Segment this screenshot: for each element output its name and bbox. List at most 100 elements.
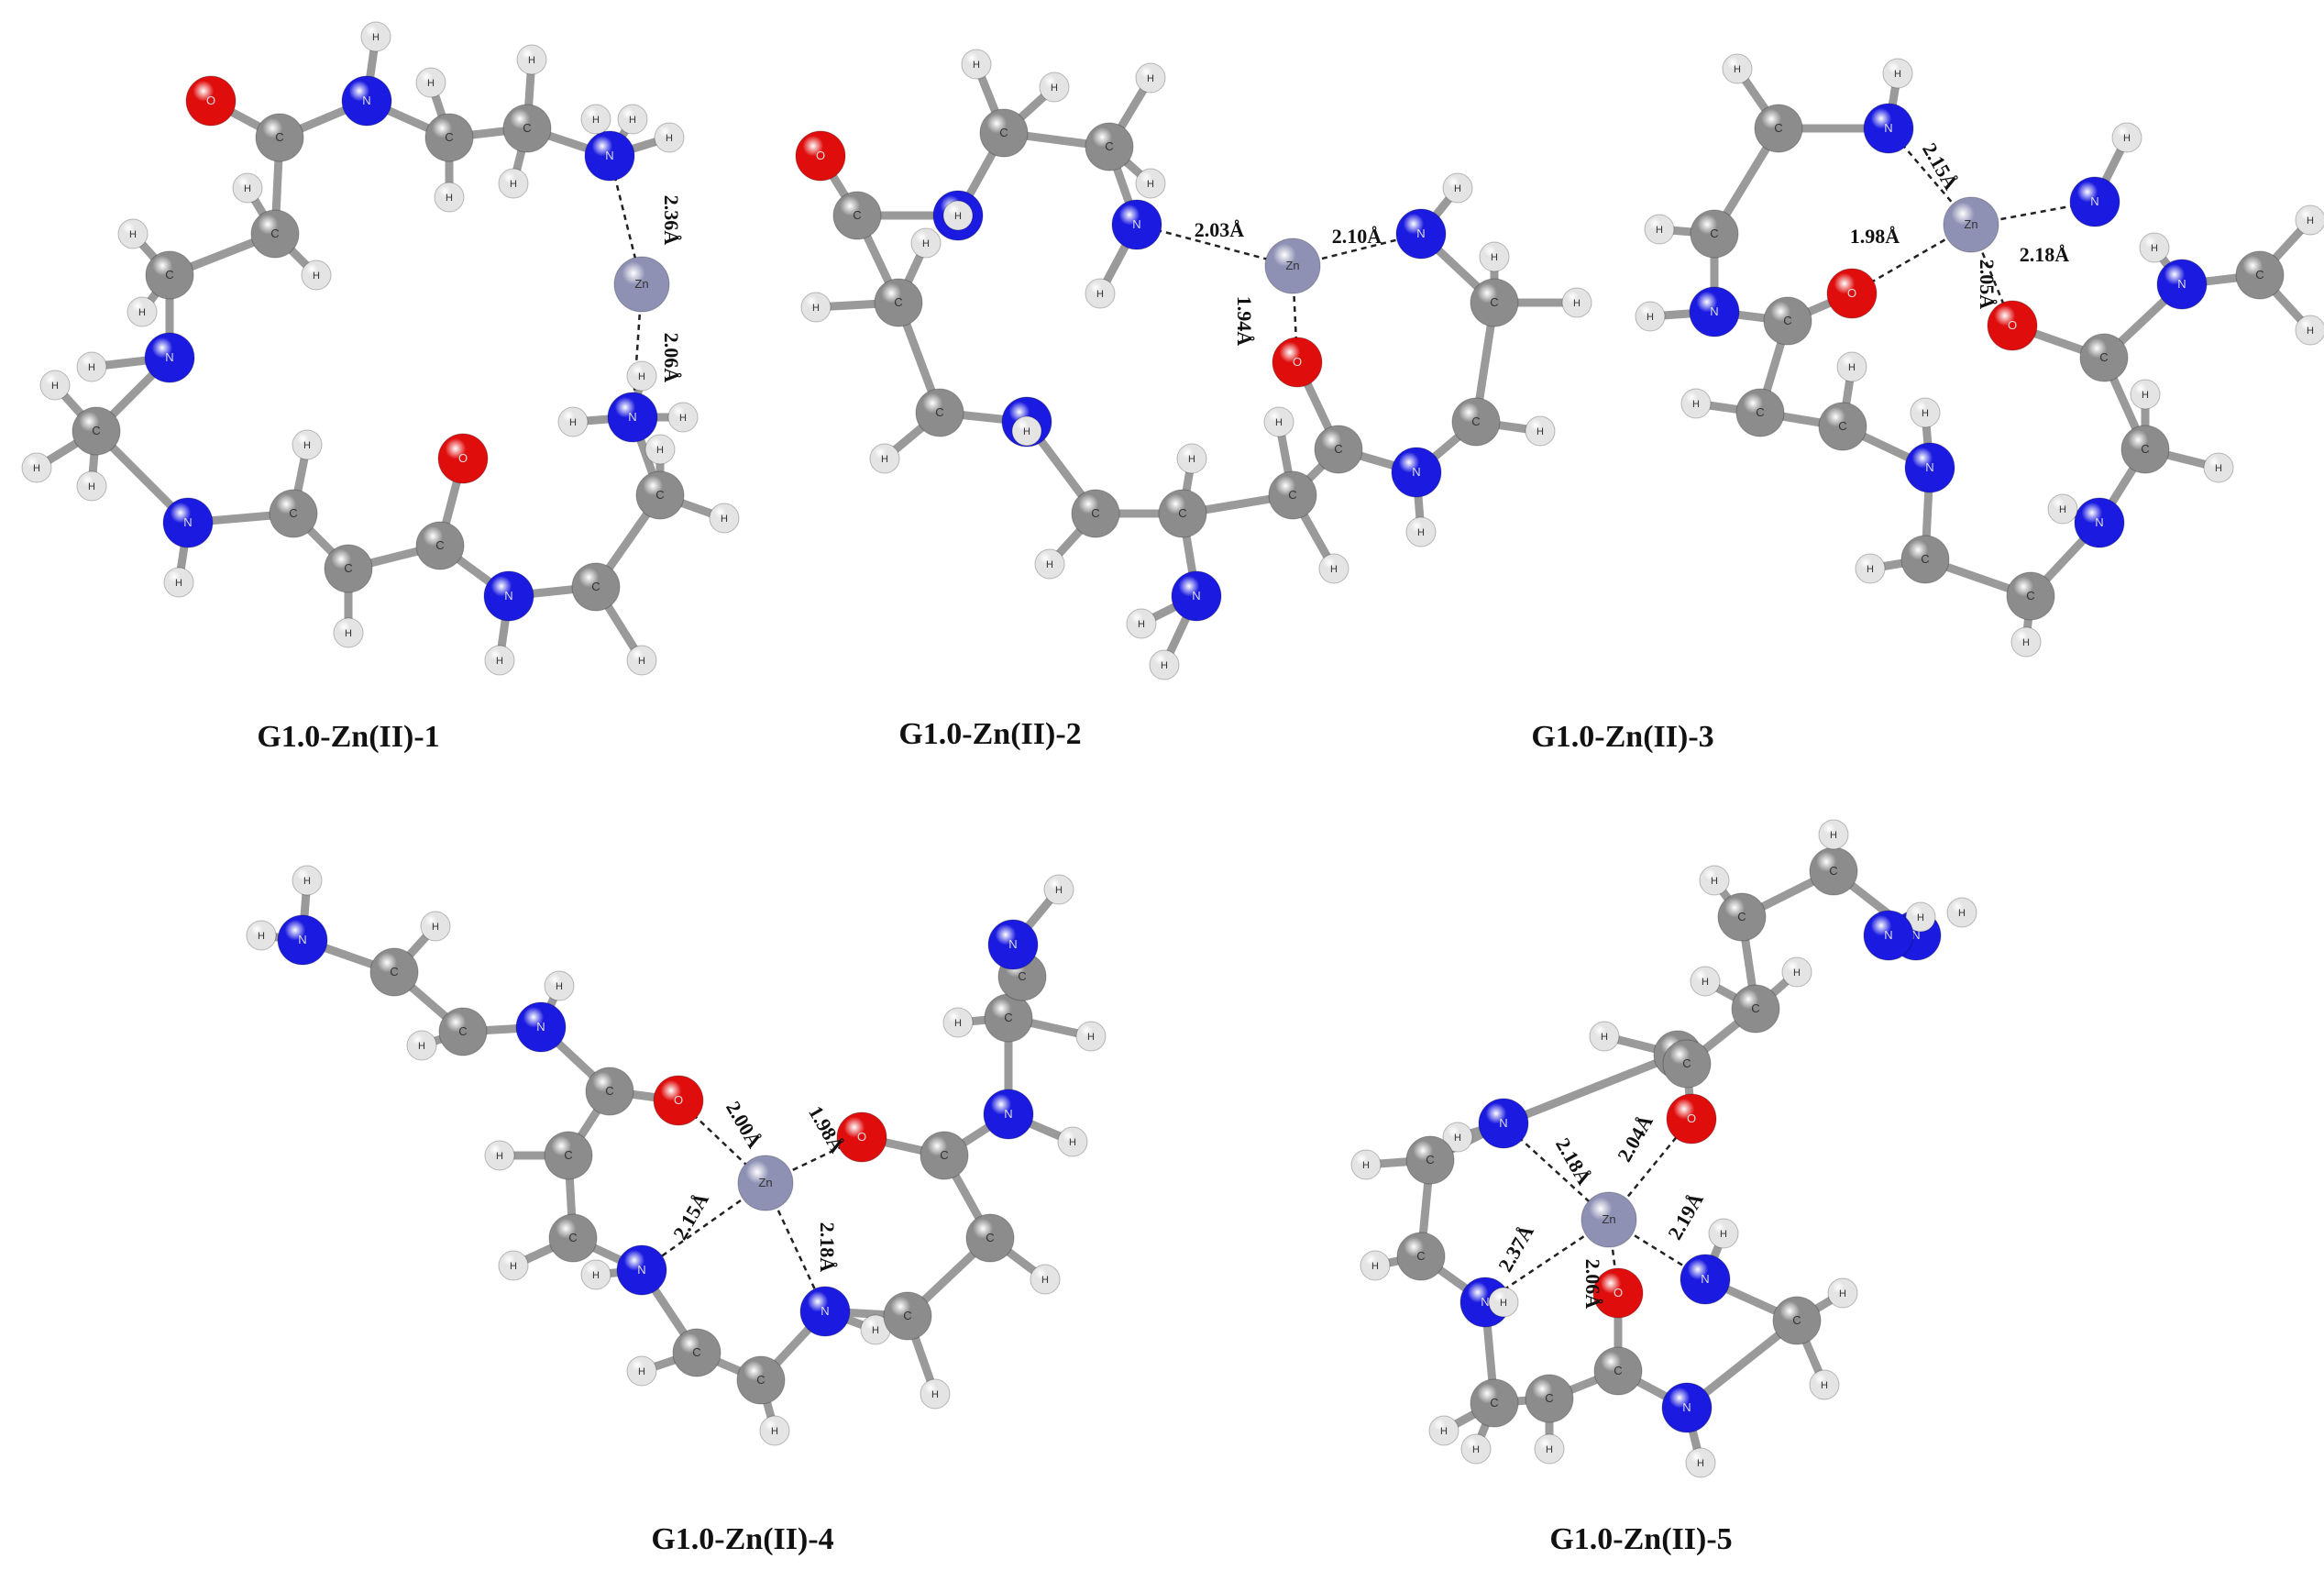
hydrogen-atom: H xyxy=(1350,1149,1382,1180)
zinc-atom: Zn xyxy=(1943,196,1999,253)
hydrogen-atom: H xyxy=(484,1140,515,1171)
atom-symbol: C xyxy=(1471,415,1480,428)
atom-symbol: H xyxy=(881,454,888,465)
nitrogen-atom: N xyxy=(1171,570,1222,622)
carbon-atom: C xyxy=(1900,535,1950,584)
atom-symbol: C xyxy=(1178,506,1186,520)
atom-symbol: C xyxy=(1545,1391,1553,1405)
atom-symbol: H xyxy=(1536,426,1544,437)
atom-symbol: Zn xyxy=(1602,1212,1615,1226)
hydrogen-atom: H xyxy=(1085,278,1116,309)
distance-label: 2.36Å xyxy=(660,195,683,246)
hydrogen-atom: H xyxy=(2295,205,2324,236)
atom-symbol: H xyxy=(1734,64,1741,75)
nitrogen-atom: N xyxy=(1391,447,1442,498)
atom-symbol: H xyxy=(721,514,728,525)
distance-label: 2.18Å xyxy=(1551,1133,1596,1189)
hydrogen-atom: H xyxy=(1030,1264,1061,1295)
carbon-atom: C xyxy=(1690,209,1739,259)
atom-symbol: H xyxy=(666,133,673,144)
carbon-atom: C xyxy=(438,1007,488,1056)
atom-symbol: H xyxy=(1046,559,1053,570)
atom-symbol: H xyxy=(1793,967,1801,978)
atom-symbol: H xyxy=(812,303,820,314)
hydrogen-atom: H xyxy=(39,370,71,401)
atom-symbol: H xyxy=(1440,1426,1448,1437)
atom-symbol: N xyxy=(605,149,613,162)
atom-symbol: H xyxy=(629,115,636,126)
hydrogen-atom: H xyxy=(415,67,446,98)
hydrogen-atom: H xyxy=(484,645,515,676)
atom-symbol: C xyxy=(986,1231,994,1244)
atom-symbol: C xyxy=(1018,969,1026,983)
atom-symbol: C xyxy=(165,268,173,282)
distance-label: 2.19Å xyxy=(1663,1189,1708,1244)
hydrogen-atom: H xyxy=(1043,874,1074,905)
atom-symbol: C xyxy=(445,130,453,144)
atom-symbol: H xyxy=(303,876,311,887)
atom-symbol: H xyxy=(2307,216,2314,227)
hydrogen-atom: H xyxy=(1442,1122,1473,1153)
atom-symbol: H xyxy=(656,445,664,456)
hydrogen-atom: H xyxy=(910,227,942,259)
atom-symbol: C xyxy=(1004,1011,1012,1024)
carbon-atom: C xyxy=(369,947,419,997)
atom-symbol: C xyxy=(2141,442,2149,456)
atom-symbol: C xyxy=(1490,295,1498,309)
atom-symbol: H xyxy=(1821,1380,1828,1391)
atom-symbol: H xyxy=(1330,564,1338,575)
atom-symbol: H xyxy=(88,362,95,373)
hydrogen-atom: H xyxy=(1135,62,1166,94)
carbon-atom: C xyxy=(1763,296,1812,346)
hydrogen-atom: H xyxy=(333,617,364,648)
atom-symbol: H xyxy=(313,271,320,282)
hydrogen-atom: H xyxy=(1836,351,1867,382)
hydrogen-atom: H xyxy=(1809,1369,1840,1400)
atom-symbol: H xyxy=(1371,1261,1379,1272)
atom-symbol: C xyxy=(1614,1364,1622,1377)
atom-symbol: C xyxy=(1105,139,1113,153)
carbon-atom: C xyxy=(585,1067,634,1116)
carbon-atom: C xyxy=(250,209,300,259)
atom-symbol: N xyxy=(1682,1400,1691,1414)
atom-symbol: H xyxy=(2123,133,2131,144)
hydrogen-atom: H xyxy=(1855,553,1886,584)
zinc-atom: Zn xyxy=(613,256,670,313)
atom-symbol: O xyxy=(1614,1286,1623,1299)
hydrogen-atom: H xyxy=(1722,53,1753,84)
atom-symbol: H xyxy=(1138,619,1145,630)
hydrogen-atom: H xyxy=(1882,58,1913,89)
atom-symbol: H xyxy=(2142,390,2149,401)
atom-symbol: C xyxy=(1091,506,1099,520)
carbon-atom: C xyxy=(1809,846,1858,896)
hydrogen-atom: H xyxy=(580,104,611,135)
atom-symbol: H xyxy=(1147,179,1154,190)
atom-symbol: H xyxy=(510,179,517,190)
atom-symbol: N xyxy=(1911,928,1920,942)
atom-symbol: H xyxy=(1848,362,1856,373)
atom-symbol: H xyxy=(638,656,645,667)
oxygen-atom: O xyxy=(1666,1093,1717,1144)
oxygen-atom: O xyxy=(185,75,237,127)
atom-symbol: C xyxy=(289,506,297,520)
atom-symbol: N xyxy=(1132,217,1140,231)
hydrogen-atom: H xyxy=(961,49,992,80)
atom-symbol: H xyxy=(1711,876,1718,887)
atom-symbol: N xyxy=(1499,1116,1507,1130)
nitrogen-atom: N xyxy=(983,1089,1034,1140)
carbon-atom: C xyxy=(2120,425,2170,474)
hydrogen-atom: H xyxy=(1827,1277,1858,1309)
hydrogen-atom: H xyxy=(1690,966,1721,997)
atom-symbol: H xyxy=(258,931,265,942)
atom-symbol: H xyxy=(446,193,453,204)
atom-symbol: H xyxy=(432,922,439,933)
atom-symbol: C xyxy=(692,1345,700,1359)
atom-symbol: C xyxy=(903,1309,911,1322)
atoms-layer: OCNHCHHCHHNHHHZnNHHHCHHCHHNHCHHHCNHCHCHC… xyxy=(21,21,2324,1478)
atom-symbol: H xyxy=(51,381,59,392)
atom-symbol: H xyxy=(1697,1458,1704,1469)
atom-symbol: H xyxy=(592,115,600,126)
hydrogen-atom: H xyxy=(759,1415,790,1446)
atom-symbol: C xyxy=(1426,1153,1434,1166)
carbon-atom: C xyxy=(1470,1378,1519,1428)
